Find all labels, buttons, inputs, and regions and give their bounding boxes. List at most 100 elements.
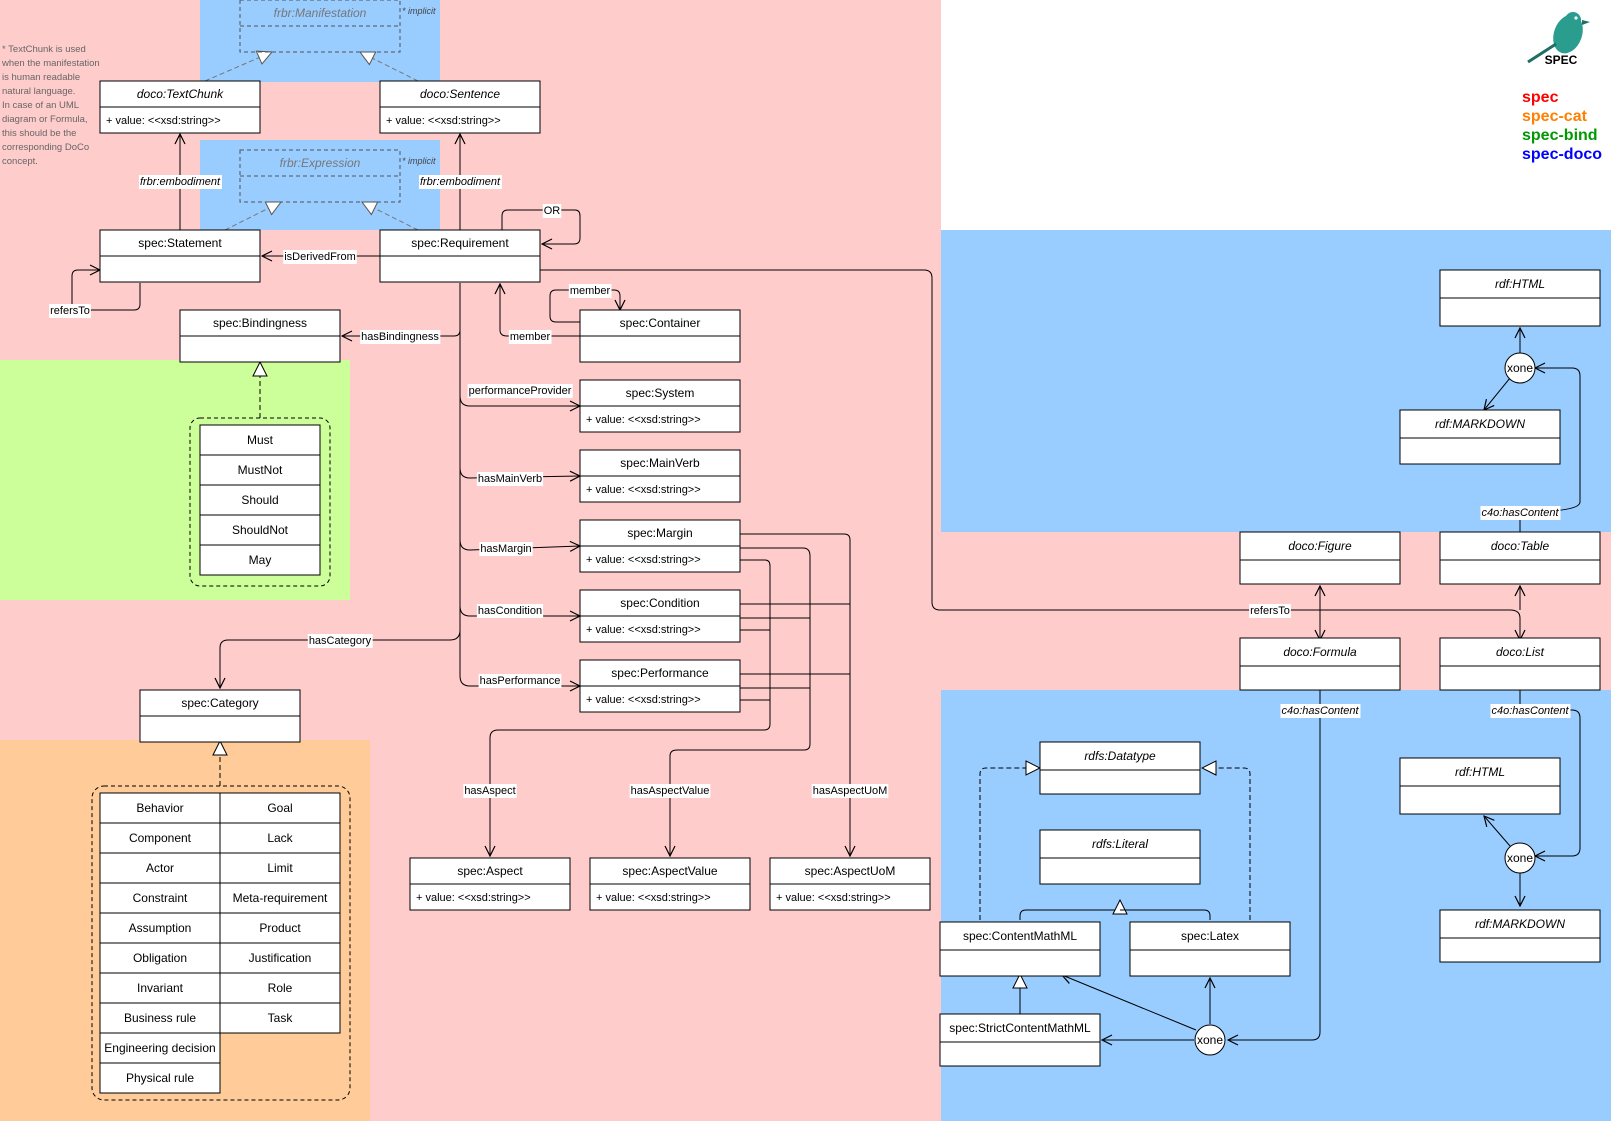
bindingness-enum-frame <box>189 417 331 587</box>
category-value[interactable]: Business rule <box>99 1002 221 1034</box>
class-box-condition[interactable]: spec:Condition+ value: <<xsd:string>> <box>579 589 741 643</box>
class-name: spec:AspectValue <box>622 864 717 878</box>
edge-label-derived: isDerivedFrom <box>283 250 357 264</box>
class-name: spec:Performance <box>611 666 709 680</box>
bindingness-value[interactable]: May <box>199 544 321 576</box>
class-name: doco:List <box>1496 645 1545 659</box>
edge-label-emb2: frbr:embodiment <box>418 175 502 189</box>
class-box-aspectuom[interactable]: spec:AspectUoM+ value: <<xsd:string>> <box>769 857 931 911</box>
class-box-category[interactable]: spec:Category <box>139 689 301 743</box>
xone-circle <box>1504 352 1536 384</box>
edge-label-refersto1: refersTo <box>49 304 91 318</box>
class-box-strictcontentmathml[interactable]: spec:StrictContentMathML <box>939 1013 1101 1067</box>
bindingness-value[interactable]: ShouldNot <box>199 514 321 546</box>
note-line: In case of an UML <box>2 100 79 111</box>
class-name: spec:MainVerb <box>620 456 700 470</box>
enumerations: MustMustNotShouldShouldNotMayBehaviorCom… <box>91 417 351 1101</box>
class-box-margin[interactable]: spec:Margin+ value: <<xsd:string>> <box>579 519 741 573</box>
class-name: spec:Bindingness <box>213 316 307 330</box>
enum-value: Obligation <box>133 951 187 965</box>
class-name: doco:TextChunk <box>137 87 224 101</box>
enum-value: Constraint <box>133 891 188 905</box>
category-value[interactable]: Invariant <box>99 972 221 1004</box>
category-value[interactable]: Goal <box>219 792 341 824</box>
category-value[interactable]: Role <box>219 972 341 1004</box>
edge-label-text: performanceProvider <box>469 385 572 397</box>
edge-label-or: OR <box>542 204 562 218</box>
class-name: rdf:MARKDOWN <box>1475 917 1565 931</box>
category-value[interactable]: Meta-requirement <box>219 882 341 914</box>
class-box-requirement[interactable]: spec:Requirement <box>379 229 541 283</box>
category-value[interactable]: Task <box>219 1002 341 1034</box>
xone-label: xone <box>1507 361 1533 375</box>
class-box-aspect[interactable]: spec:Aspect+ value: <<xsd:string>> <box>409 857 571 911</box>
category-enum-frame <box>91 785 351 1101</box>
category-value[interactable]: Obligation <box>99 942 221 974</box>
implicit-class-expression[interactable]: frbr:Expression* implicit <box>239 149 436 203</box>
class-box-textchunk[interactable]: doco:TextChunk+ value: <<xsd:string>> <box>99 80 261 134</box>
category-value[interactable]: Limit <box>219 852 341 884</box>
class-box-mainverb[interactable]: spec:MainVerb+ value: <<xsd:string>> <box>579 449 741 503</box>
note-line: diagram or Formula, <box>2 114 88 125</box>
class-box-aspectvalue[interactable]: spec:AspectValue+ value: <<xsd:string>> <box>589 857 751 911</box>
edge-label-text: OR <box>544 205 561 217</box>
class-box-formula[interactable]: doco:Formula <box>1239 637 1401 691</box>
enum-value: Behavior <box>136 801 183 815</box>
edge-label-bg <box>542 204 562 218</box>
class-box-container[interactable]: spec:Container <box>579 309 741 363</box>
note-line: is human readable <box>2 72 80 83</box>
category-value[interactable]: Physical rule <box>99 1062 221 1094</box>
category-value[interactable]: Engineering decision <box>99 1032 221 1064</box>
edge-label-bg <box>811 784 889 798</box>
class-box-table[interactable]: doco:Table <box>1439 531 1601 585</box>
category-value[interactable]: Component <box>99 822 221 854</box>
class-box-literal[interactable]: rdfs:Literal <box>1039 829 1201 885</box>
class-box-figure[interactable]: doco:Figure <box>1239 531 1401 585</box>
class-box-latex[interactable]: spec:Latex <box>1129 921 1291 977</box>
category-value[interactable]: Constraint <box>99 882 221 914</box>
enum-value: Goal <box>267 801 292 815</box>
class-box-frame <box>1039 741 1201 795</box>
class-box-sentence[interactable]: doco:Sentence+ value: <<xsd:string>> <box>379 80 541 134</box>
category-value[interactable]: Justification <box>219 942 341 974</box>
edge-xone2-html <box>1484 816 1511 847</box>
class-box-html2[interactable]: rdf:HTML <box>1399 757 1561 815</box>
class-box-bindingness[interactable]: spec:Bindingness <box>179 309 341 363</box>
enum-cell <box>219 822 341 854</box>
bindingness-value[interactable]: Must <box>199 424 321 456</box>
edge-label-text: hasAspect <box>464 785 515 797</box>
enum-cell <box>99 1002 221 1034</box>
class-box-markdown2[interactable]: rdf:MARKDOWN <box>1439 909 1601 963</box>
enum-value: Actor <box>146 861 174 875</box>
enum-cell <box>199 424 321 456</box>
bindingness-value[interactable]: Should <box>199 484 321 516</box>
xone-node[interactable]: xone <box>1504 842 1536 874</box>
enum-value: Justification <box>249 951 312 965</box>
bindingness-value[interactable]: MustNot <box>199 454 321 486</box>
class-box-html1[interactable]: rdf:HTML <box>1439 269 1601 327</box>
class-name: spec:Category <box>181 696 258 710</box>
edge-contentmathml-literal <box>1019 900 1120 920</box>
edge-sentence-manifestation <box>360 52 419 82</box>
category-value[interactable]: Product <box>219 912 341 944</box>
class-attribute: + value: <<xsd:string>> <box>586 414 701 426</box>
category-value[interactable]: Actor <box>99 852 221 884</box>
implicit-class-manifestation[interactable]: frbr:Manifestation* implicit <box>239 0 436 53</box>
category-value[interactable]: Behavior <box>99 792 221 824</box>
class-box-performance[interactable]: spec:Performance+ value: <<xsd:string>> <box>579 659 741 713</box>
class-box-frame <box>1439 531 1601 585</box>
class-box-list[interactable]: doco:List <box>1439 637 1601 691</box>
class-box-statement[interactable]: spec:Statement <box>99 229 261 283</box>
note-line: natural language. <box>2 86 75 97</box>
category-value[interactable]: Lack <box>219 822 341 854</box>
class-box-markdown1[interactable]: rdf:MARKDOWN <box>1399 409 1561 465</box>
implicit-note: * implicit <box>402 156 436 166</box>
xone-node[interactable]: xone <box>1504 352 1536 384</box>
class-box-datatype[interactable]: rdfs:Datatype <box>1039 741 1201 795</box>
class-box-contentmathml[interactable]: spec:ContentMathML <box>939 921 1101 977</box>
category-value[interactable]: Assumption <box>99 912 221 944</box>
class-box-system[interactable]: spec:System+ value: <<xsd:string>> <box>579 379 741 433</box>
xone-node[interactable]: xone <box>1194 1024 1226 1056</box>
class-box-frame <box>1039 829 1201 885</box>
